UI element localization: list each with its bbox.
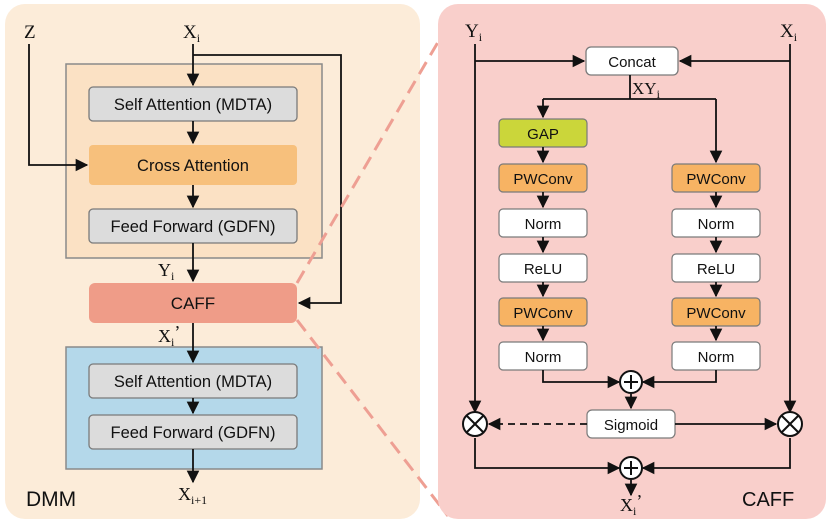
norm-label-1: Norm [525,216,562,233]
xyi-sub: i [657,87,661,101]
self-attention-label-1: Self Attention (MDTA) [114,96,272,114]
yi-sub: i [171,269,175,283]
caff-out-mark: ’ [636,491,642,511]
caff-xi-label: Xi [780,21,798,44]
zoom-line-top [295,24,450,284]
left-multiply-to-add-arrow [474,438,621,475]
z-input-label: Z [24,22,36,43]
caff-yi-sub: i [479,30,483,44]
zoom-line-bottom [295,319,450,517]
caff-out-sub: i [633,504,637,518]
xi-prime-label: Xi’ [158,322,180,349]
right-branch-to-add-arrow [641,370,717,389]
dmm-connectors [28,44,342,484]
pwconv-label-2: PWConv [513,305,573,322]
caff-node-label: CAFF [171,294,215,313]
xyi-main: XY [632,79,657,98]
left-branch-to-add-arrow [542,370,621,389]
pwconv-label-3: PWConv [686,171,746,188]
yi-label-dmm: Yi [158,260,175,283]
xi-prime-main: X [158,326,171,346]
norm-label-4: Norm [698,349,735,366]
zoom-lines [295,24,450,517]
relu-label-1: ReLU [524,261,562,278]
xi1-main: X [178,484,191,504]
caff-connectors [468,44,797,497]
z-to-cross-attention-arrow [28,44,89,172]
caff-out-main: X [620,495,633,515]
caff-panel-label: CAFF [742,489,794,511]
multiply-operator-left [462,411,488,437]
right-multiply-to-add-arrow [641,438,791,475]
feed-forward-label-2: Feed Forward (GDFN) [110,424,275,442]
yi-main: Y [158,260,171,280]
xi1-sub: i+1 [191,493,207,507]
xyi-label: XYi [632,79,661,101]
xi-sub: i [197,31,201,45]
caff-yi-main: Y [465,21,479,42]
sigmoid-label: Sigmoid [604,417,658,434]
concat-label: Concat [608,54,656,71]
cross-attention-label: Cross Attention [137,157,249,175]
xi-prime-sub: i [171,335,175,349]
pwconv-label-1: PWConv [513,171,573,188]
add-operator-bottom [619,456,643,480]
caff-xi-sub: i [794,30,798,44]
xi-input-label: Xi [183,22,201,45]
caff-xi-main: X [780,21,794,42]
xi-main: X [183,22,197,43]
dmm-label: DMM [26,488,76,511]
cross-attention-block [89,145,297,185]
feed-forward-label-1: Feed Forward (GDFN) [110,218,275,236]
pwconv-label-4: PWConv [686,305,746,322]
caff-yi-label: Yi [465,21,483,44]
norm-label-2: Norm [525,349,562,366]
concat-block [585,46,679,76]
add-operator-top [619,370,643,394]
xi-skip-to-caff-arrow [193,54,342,310]
self-attention-label-2: Self Attention (MDTA) [114,373,272,391]
norm-label-3: Norm [698,216,735,233]
caff-output-label: Xi’ [620,491,642,518]
caff-node [89,283,297,323]
multiply-operator-right [777,411,803,437]
xi-prime-mark: ’ [174,322,180,342]
xi1-output-label: Xi+1 [178,484,207,507]
gap-label: GAP [527,126,559,143]
relu-label-2: ReLU [697,261,735,278]
